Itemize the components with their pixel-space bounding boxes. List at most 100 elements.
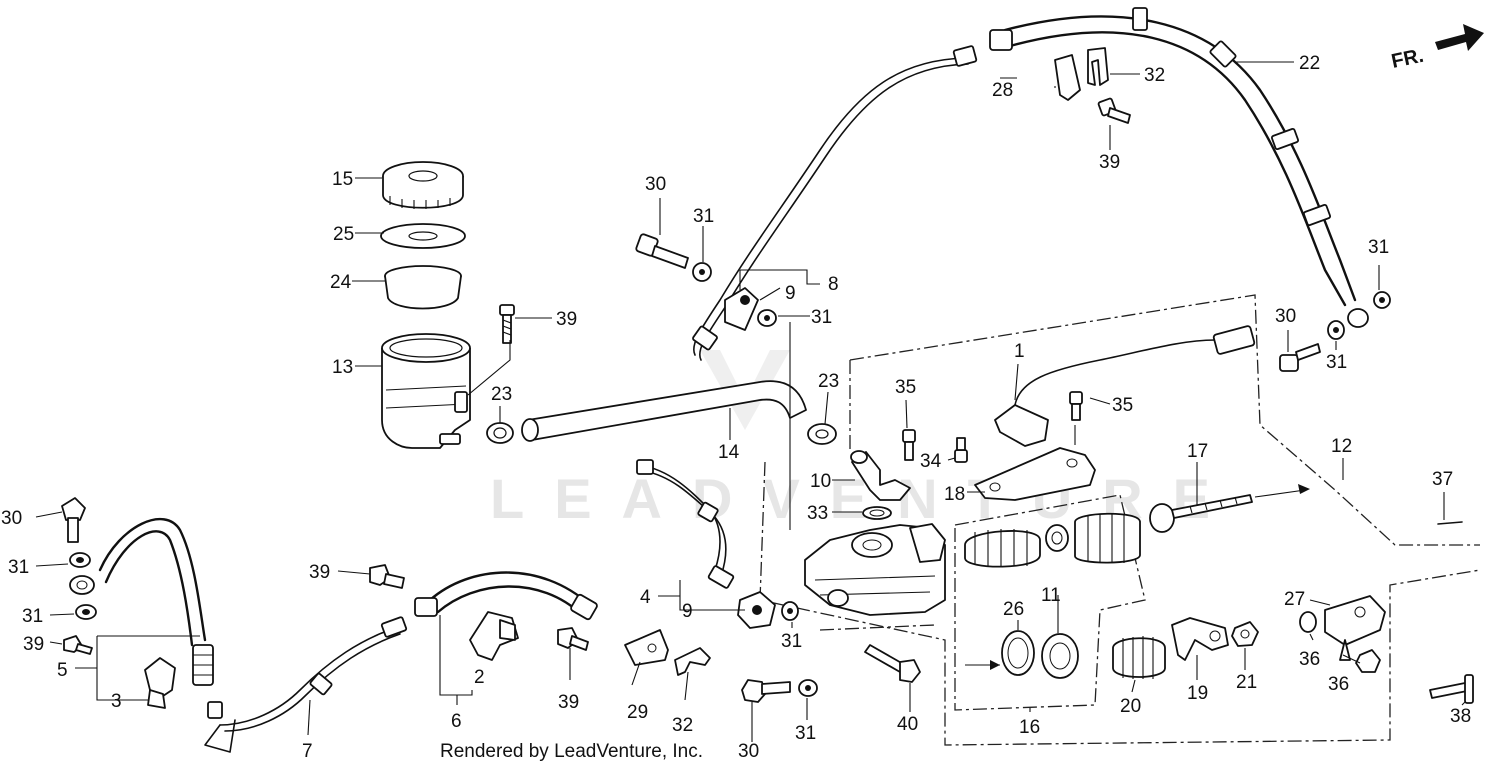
clip-28 xyxy=(1054,54,1081,101)
callout-23-left: 23 xyxy=(491,384,512,405)
callout-31-right: 31 xyxy=(1326,352,1347,373)
watermark: LEADVENTURE xyxy=(490,350,1210,530)
clevis-arm-19 xyxy=(1171,617,1229,661)
clip-32-lower xyxy=(674,647,711,676)
bolt-39-lower xyxy=(557,627,589,651)
callout-28: 28 xyxy=(992,80,1013,101)
callout-31-lower-b: 31 xyxy=(795,723,816,744)
clutch-hose-6 xyxy=(414,571,598,621)
callout-24: 24 xyxy=(330,272,352,293)
bracket-18 xyxy=(974,447,1096,501)
joint-9-upper xyxy=(724,287,759,331)
callout-6: 6 xyxy=(451,711,462,732)
clevis-27 xyxy=(1324,595,1386,661)
clutch-hose-22 xyxy=(989,7,1391,328)
bolt-35-left xyxy=(902,429,916,461)
callout-13: 13 xyxy=(332,357,353,378)
clutch-pipe-upper xyxy=(692,45,978,361)
callout-35-right: 35 xyxy=(1112,395,1133,416)
callout-36-left: 36 xyxy=(1299,649,1320,670)
front-arrow-icon xyxy=(1435,24,1484,51)
callout-29: 29 xyxy=(627,702,648,723)
spring-20 xyxy=(1112,636,1166,679)
callout-27: 27 xyxy=(1284,589,1305,610)
washer-31-left-b xyxy=(75,604,97,620)
clip-3 xyxy=(144,657,176,709)
callout-19: 19 xyxy=(1187,683,1208,704)
callout-38: 38 xyxy=(1450,706,1471,727)
callout-17: 17 xyxy=(1187,441,1208,462)
callout-31-upper: 31 xyxy=(693,206,714,227)
washer-31-lower-a xyxy=(781,601,799,621)
callout-39-upper: 39 xyxy=(1099,152,1120,173)
callout-31-left-b: 31 xyxy=(22,606,43,627)
callout-34: 34 xyxy=(920,451,942,472)
callout-14: 14 xyxy=(718,442,740,463)
pin-37 xyxy=(1437,521,1463,525)
hose-end-eye xyxy=(69,575,95,595)
leader-lines xyxy=(35,61,1466,742)
callout-23-right: 23 xyxy=(818,371,839,392)
callout-37: 37 xyxy=(1432,469,1453,490)
reservoir-tank-13 xyxy=(381,333,471,449)
callout-31-lower-a: 31 xyxy=(781,631,802,652)
callout-20: 20 xyxy=(1120,696,1141,717)
washer-31-right xyxy=(1327,320,1345,340)
union-bolt-30-left xyxy=(61,497,86,543)
callout-2: 2 xyxy=(474,667,485,688)
union-bolt-30-lower xyxy=(741,679,791,703)
callout-32-upper: 32 xyxy=(1144,65,1165,86)
reservoir-cap-15 xyxy=(382,161,464,209)
callout-8: 8 xyxy=(828,274,839,295)
front-label: FR. xyxy=(1389,45,1425,73)
rendered-by-credit: Rendered by LeadVenture, Inc. xyxy=(440,741,703,762)
callout-35-left: 35 xyxy=(895,377,916,398)
o-ring-33 xyxy=(862,506,892,520)
washer-31-joint xyxy=(757,309,777,327)
union-bolt-30-upper xyxy=(635,233,689,269)
callout-32-lower: 32 xyxy=(672,715,693,736)
callout-12: 12 xyxy=(1331,436,1352,457)
hose-clamp-2 xyxy=(469,611,519,661)
bolt-34 xyxy=(954,437,968,463)
callout-40: 40 xyxy=(897,714,918,735)
bolt-39-upper xyxy=(1097,97,1131,124)
callout-39-left: 39 xyxy=(23,634,44,655)
bracket-29 xyxy=(624,629,669,666)
callout-30-lower: 30 xyxy=(738,741,759,762)
clutch-switch-1 xyxy=(994,325,1256,447)
snap-ring-26 xyxy=(1001,630,1035,676)
callout-39-lower: 39 xyxy=(558,692,579,713)
push-rod-17 xyxy=(1149,494,1253,533)
callout-39-mid: 39 xyxy=(309,562,330,583)
callout-39-reservoir: 39 xyxy=(556,309,577,330)
callout-7: 7 xyxy=(302,741,313,762)
callout-31-right-top: 31 xyxy=(1368,237,1389,258)
master-cylinder-body xyxy=(804,523,946,616)
callout-labels: 1 2 3 4 5 6 7 8 9 9 10 11 12 13 14 15 16… xyxy=(1,53,1471,762)
clutch-pipe-7 xyxy=(204,616,408,753)
callout-9-upper: 9 xyxy=(785,283,796,304)
callout-11: 11 xyxy=(1041,585,1061,606)
hose-clamp-23-right xyxy=(807,423,837,445)
callout-16: 16 xyxy=(1019,717,1040,738)
assembly-arrows xyxy=(965,484,1310,670)
hose-end-fitting xyxy=(989,29,1013,51)
callout-30-upper: 30 xyxy=(645,174,666,195)
hose-clamp-23-left xyxy=(486,422,514,444)
callout-1: 1 xyxy=(1014,341,1025,362)
callout-30-right: 30 xyxy=(1275,306,1296,327)
nut-21 xyxy=(1231,621,1259,647)
callout-10: 10 xyxy=(810,471,831,492)
clip-32-upper xyxy=(1087,47,1109,86)
bolt-39-mid xyxy=(369,564,405,589)
washer-31-upper xyxy=(692,262,712,282)
callout-9-lower: 9 xyxy=(682,601,693,622)
union-bolt-30-right xyxy=(1279,343,1321,372)
callout-21: 21 xyxy=(1236,672,1257,693)
joint-9-lower xyxy=(737,591,776,629)
callout-15: 15 xyxy=(332,169,353,190)
callout-26: 26 xyxy=(1003,599,1024,620)
